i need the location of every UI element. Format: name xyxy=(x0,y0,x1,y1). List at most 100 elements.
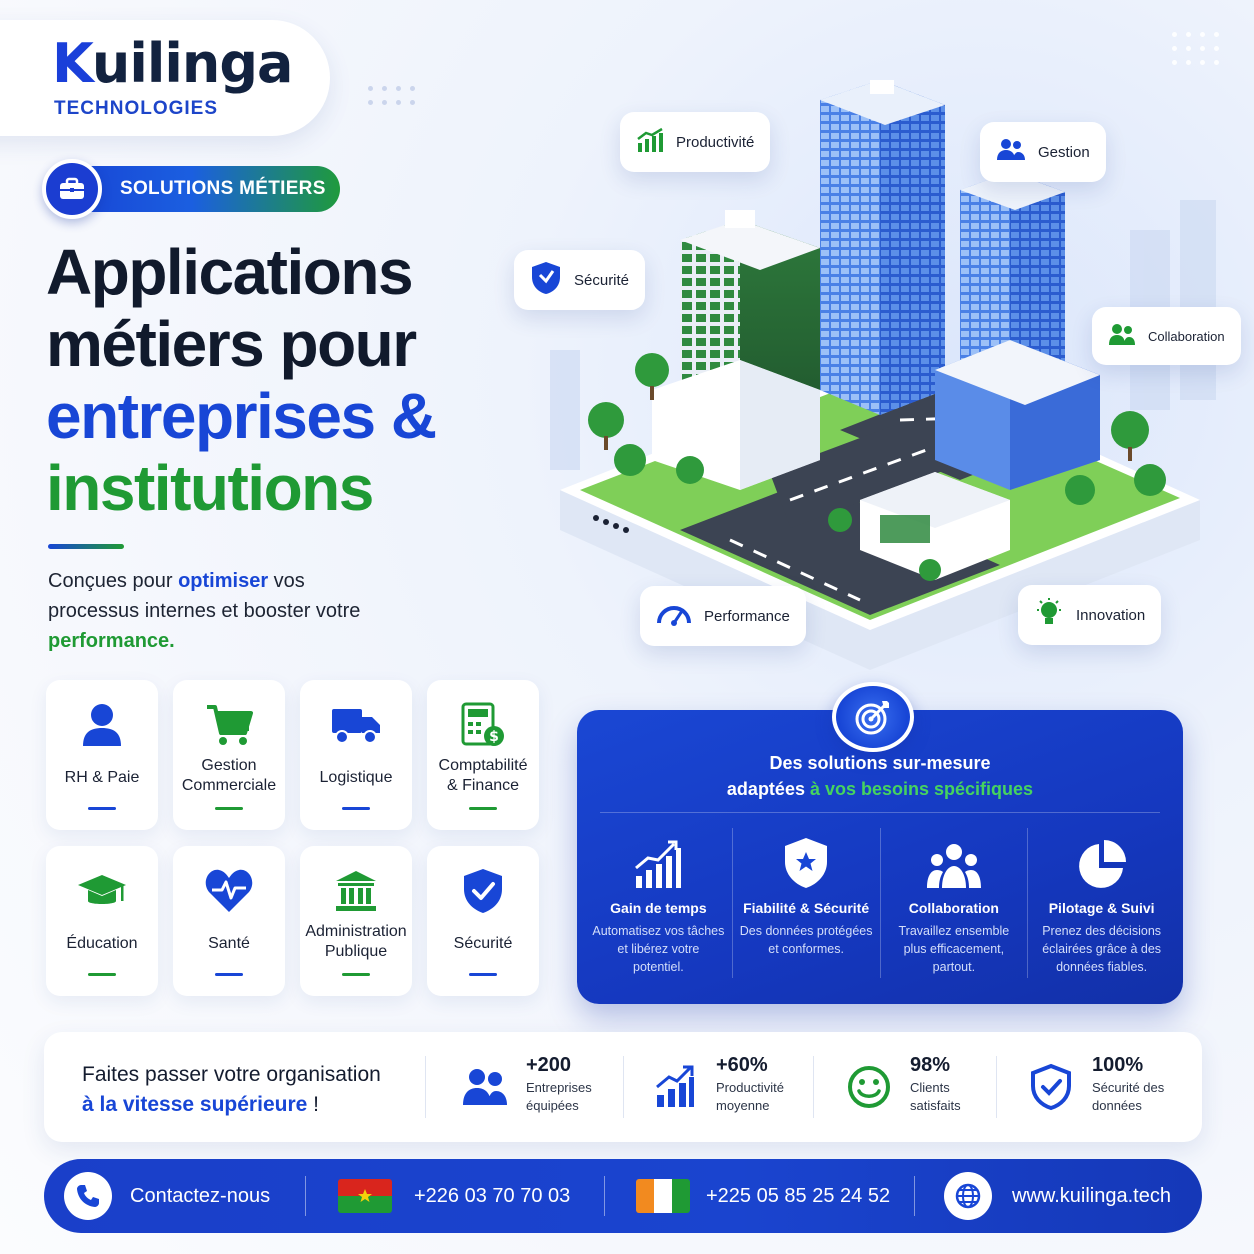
label-productivite: Productivité xyxy=(620,112,771,172)
decorative-dots xyxy=(1172,32,1219,65)
tile-label: Comptabilité & Finance xyxy=(438,757,528,794)
tile-logistique[interactable]: Logistique xyxy=(300,680,412,830)
stat-productivite: +60%Productivité moyenne xyxy=(648,1054,800,1115)
heart-pulse-icon xyxy=(204,866,254,916)
stat-clients: 98%Clients satisfaits xyxy=(842,1054,974,1115)
bar-chart-icon xyxy=(636,127,664,157)
page-headline: Applications métiers pour entreprises & … xyxy=(46,236,437,524)
panel-col-title: Collaboration xyxy=(908,900,999,916)
label-innovation: Innovation xyxy=(1018,585,1162,645)
label-gestion: Gestion xyxy=(980,122,1106,182)
panel-col-title: Fiabilité & Sécurité xyxy=(743,900,870,916)
divider xyxy=(425,1056,426,1118)
phone-icon xyxy=(64,1172,112,1220)
team-icon xyxy=(926,828,982,890)
tile-label: Sécurité xyxy=(453,935,513,952)
brand-logo: Kuilinga xyxy=(52,32,293,95)
panel-col-collaboration: Collaboration Travaillez ensemble plus e… xyxy=(879,828,1028,978)
divider xyxy=(996,1056,997,1118)
contact-bar xyxy=(44,1159,1202,1233)
tile-label: RH & Paie xyxy=(64,769,140,786)
shield-check-icon xyxy=(462,866,504,916)
team-icon xyxy=(1108,323,1136,350)
lightbulb-icon xyxy=(1034,597,1064,633)
tile-label: Gestion Commerciale xyxy=(181,757,277,794)
headline-line: institutions xyxy=(46,452,374,524)
flag-burkina-faso-icon xyxy=(338,1179,392,1213)
panel-divider xyxy=(600,812,1160,813)
tile-administration-publique[interactable]: Administration Publique xyxy=(300,846,412,996)
panel-col-desc: Des données protégées et conformes. xyxy=(739,924,873,956)
panel-columns: Gain de temps Automatisez vos tâches et … xyxy=(585,828,1175,978)
tile-education[interactable]: Éducation xyxy=(46,846,158,996)
stats-tagline: Faites passer votre organisation à la vi… xyxy=(82,1063,381,1116)
headline-underline xyxy=(48,544,124,549)
contact-button[interactable]: Contactez-nous xyxy=(64,1159,270,1233)
users-icon xyxy=(458,1060,512,1114)
users-icon xyxy=(996,138,1026,166)
label-collaboration: Collaboration xyxy=(1092,307,1241,365)
flag-cote-divoire-icon xyxy=(636,1179,690,1213)
section-tag-label: SOLUTIONS MÉTIERS xyxy=(120,178,326,199)
brand-subtitle: TECHNOLOGIES xyxy=(54,98,219,119)
graduation-cap-icon xyxy=(76,866,128,916)
divider xyxy=(813,1056,814,1118)
shield-icon xyxy=(530,260,562,300)
institution-icon xyxy=(334,866,378,916)
tile-accent xyxy=(88,973,116,976)
tile-rh-paie[interactable]: RH & Paie xyxy=(46,680,158,830)
contact-phone-bf[interactable]: +226 03 70 70 03 xyxy=(338,1159,570,1233)
contact-phone-ci[interactable]: +225 05 85 25 24 52 xyxy=(636,1159,890,1233)
panel-col-desc: Prenez des décisions éclairées grâce à d… xyxy=(1042,924,1162,974)
target-icon xyxy=(832,682,914,752)
briefcase-icon xyxy=(42,159,102,219)
panel-col-pilotage: Pilotage & Suivi Prenez des décisions éc… xyxy=(1027,828,1175,978)
tile-label: Logistique xyxy=(319,769,393,786)
section-tag: SOLUTIONS MÉTIERS xyxy=(42,159,340,219)
tile-accent xyxy=(88,807,116,810)
tile-accent xyxy=(469,973,497,976)
divider xyxy=(914,1176,915,1216)
truck-icon xyxy=(330,700,382,750)
growth-chart-icon xyxy=(648,1060,702,1114)
tile-securite[interactable]: Sécurité xyxy=(427,846,539,996)
label-performance: Performance xyxy=(640,586,806,646)
tile-comptabilite-finance[interactable]: $ Comptabilité & Finance xyxy=(427,680,539,830)
pie-chart-icon xyxy=(1077,828,1127,890)
panel-title: Des solutions sur-mesure adaptées à vos … xyxy=(726,753,1034,799)
panel-col-gain-de-temps: Gain de temps Automatisez vos tâches et … xyxy=(585,828,732,978)
panel-col-fiabilite: Fiabilité & Sécurité Des données protégé… xyxy=(731,828,880,978)
tile-gestion-commerciale[interactable]: Gestion Commerciale xyxy=(173,680,285,830)
user-icon xyxy=(81,700,123,750)
panel-col-desc: Travaillez ensemble plus efficacement, p… xyxy=(898,924,1010,974)
panel-col-desc: Automatisez vos tâches et libérez votre … xyxy=(592,924,725,974)
headline-line: Applications xyxy=(46,236,414,308)
tile-accent xyxy=(215,973,243,976)
gauge-icon xyxy=(656,601,692,631)
tile-accent xyxy=(215,807,243,810)
shield-star-icon xyxy=(783,828,829,890)
globe-icon xyxy=(944,1172,992,1220)
decorative-dots xyxy=(368,86,415,105)
tile-sante[interactable]: Santé xyxy=(173,846,285,996)
contact-website[interactable]: www.kuilinga.tech xyxy=(944,1159,1171,1233)
panel-col-title: Gain de temps xyxy=(610,900,707,916)
calculator-icon: $ xyxy=(461,700,505,750)
cart-icon xyxy=(205,700,253,750)
tile-accent xyxy=(342,807,370,810)
label-securite: Sécurité xyxy=(514,250,646,310)
stat-securite: 100%Sécurité des données xyxy=(1024,1054,1176,1115)
tile-label: Santé xyxy=(208,935,250,952)
logo-card xyxy=(0,20,330,136)
tile-label: Éducation xyxy=(66,935,138,952)
description: Conçues pour optimiser vos processus int… xyxy=(48,570,361,652)
svg-text:$: $ xyxy=(489,729,499,745)
headline-line: entreprises & xyxy=(46,380,437,452)
tile-accent xyxy=(469,807,497,810)
feature-tiles: RH & Paie Gestion Commerciale Logistique… xyxy=(46,680,539,996)
panel-col-title: Pilotage & Suivi xyxy=(1048,900,1155,916)
growth-chart-icon xyxy=(634,828,682,890)
headline-line: métiers pour xyxy=(46,308,417,380)
shield-check-icon xyxy=(1024,1060,1078,1114)
